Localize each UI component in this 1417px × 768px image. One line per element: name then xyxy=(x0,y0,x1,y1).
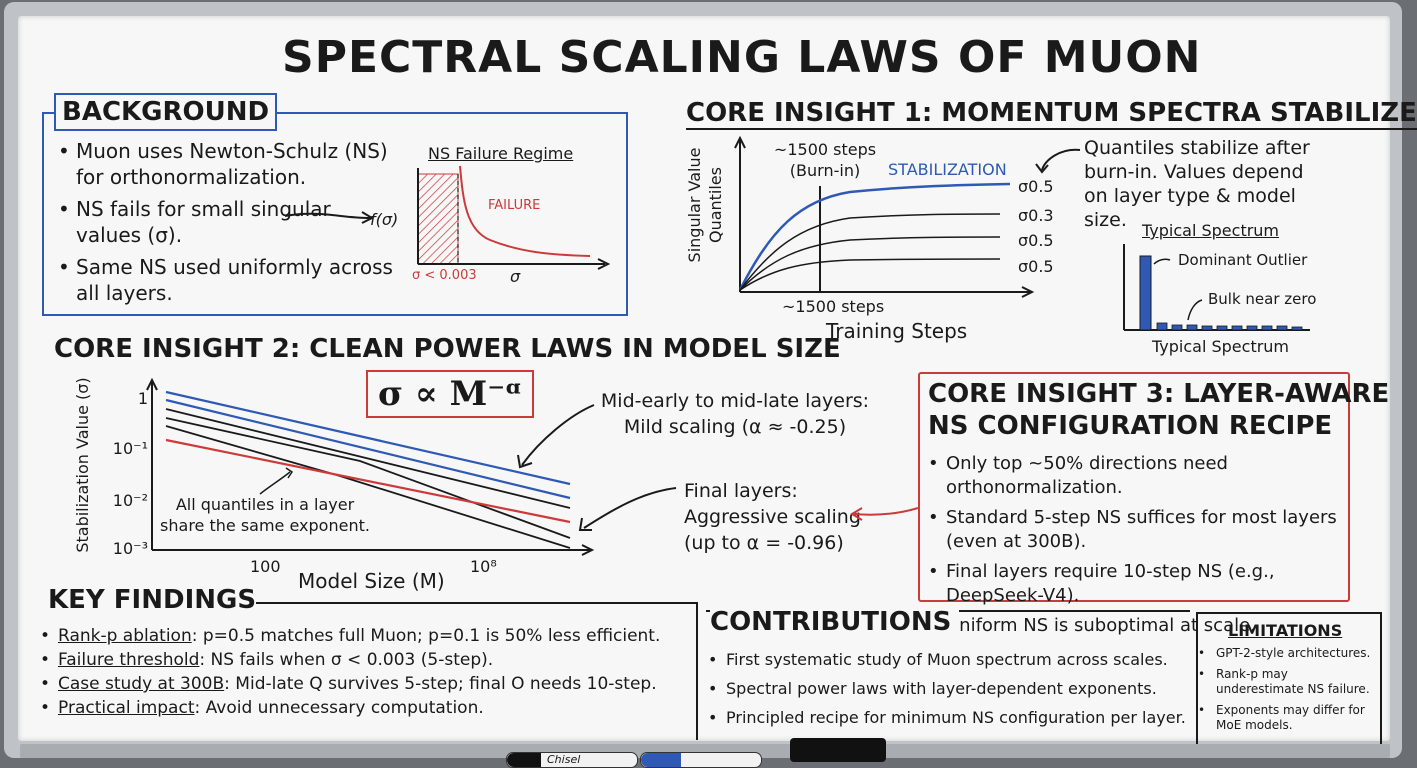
failure-label: FAILURE xyxy=(488,198,541,213)
list-item: Same NS used uniformly across all layers… xyxy=(56,254,396,306)
insight1-xlabel: Training Steps xyxy=(826,319,968,343)
failure-region xyxy=(417,173,459,265)
insight2-heading: CORE INSIGHT 2: CLEAN POWER LAWS IN MODE… xyxy=(54,334,841,364)
power-law-chart xyxy=(146,377,595,556)
ytick-label: 10⁻¹ xyxy=(112,439,148,458)
bulk-bars xyxy=(1156,322,1303,331)
burnin-bottom-label: ~1500 steps xyxy=(782,297,885,316)
background-bullets: Muon uses Newton-Schulz (NS) for orthono… xyxy=(56,138,396,306)
list-item: Muon uses Newton-Schulz (NS) for orthono… xyxy=(56,138,396,190)
spectrum-chart xyxy=(1123,244,1310,331)
insight2-ylabel: Stabilization Value (σ) xyxy=(73,377,92,553)
list-item: First systematic study of Muon spectrum … xyxy=(706,648,1190,671)
recipe-arrow xyxy=(850,507,919,521)
pointer-arrow-head xyxy=(361,211,375,224)
list-item: Exponents may differ for MoE models. xyxy=(1196,703,1376,733)
final-layers-annotation: Final layers: Aggressive scaling (up to … xyxy=(684,480,861,554)
blue-marker[interactable] xyxy=(640,752,762,768)
list-item: Final layers require 10-step NS (e.g., D… xyxy=(926,560,1340,608)
contributions-heading: CONTRIBUTIONS xyxy=(710,607,960,637)
ns-plot-xlabel: σ xyxy=(510,267,521,286)
list-item: Rank-p ablation: p=0.5 matches full Muon… xyxy=(38,624,698,648)
bulk-label: Bulk near zero xyxy=(1208,290,1317,308)
final-annotation-arrow xyxy=(578,487,677,531)
burnin-label: ~1500 steps (Burn-in) xyxy=(773,140,877,180)
note-arrow xyxy=(1035,148,1081,174)
ns-plot-title: NS Failure Regime xyxy=(428,144,574,163)
findings-heading: KEY FINDINGS xyxy=(48,585,257,615)
insight2-xlabel: Model Size (M) xyxy=(298,569,445,593)
stabilization-label: STABILIZATION xyxy=(888,160,1007,179)
limitations-heading: LIMITATIONS xyxy=(1228,621,1343,640)
list-item: Failure threshold: NS fails when σ < 0.0… xyxy=(38,648,698,672)
power-law-formula: σ ∝ M⁻ᵅ xyxy=(366,370,535,418)
spectrum-title: Typical Spectrum xyxy=(1142,221,1280,240)
list-item: Standard 5-step NS suffices for most lay… xyxy=(926,506,1340,554)
quantiles-annotation: All quantiles in a layer share the same … xyxy=(160,495,370,535)
insight1-note: Quantiles stabilize after burn-in. Value… xyxy=(1084,137,1310,231)
series-line xyxy=(165,390,571,486)
curve-label: σ0.5 xyxy=(1018,231,1054,250)
black-marker[interactable]: Chisel xyxy=(506,752,638,768)
list-item: Case study at 300B: Mid-late Q survives … xyxy=(38,672,698,696)
pointer-arrow xyxy=(284,212,371,219)
ytick-label: 1 xyxy=(137,389,148,408)
xtick-label: 10⁸ xyxy=(470,557,497,576)
series-line xyxy=(739,258,1001,291)
series-line xyxy=(165,398,571,500)
series-line xyxy=(165,408,571,509)
list-item: Rank-p may underestimate NS failure. xyxy=(1196,667,1376,697)
eraser[interactable] xyxy=(790,738,886,762)
series-line xyxy=(165,417,571,539)
mid-annotation-arrow xyxy=(517,404,595,469)
background-heading: BACKGROUND xyxy=(54,93,278,131)
findings-list: Rank-p ablation: p=0.5 matches full Muon… xyxy=(38,624,698,720)
insight3-heading: CORE INSIGHT 3: LAYER-AWARE NS CONFIGURA… xyxy=(928,379,1390,441)
spectrum-caption: Typical Spectrum xyxy=(1152,337,1290,356)
series-line xyxy=(739,236,1001,291)
stabilization-chart xyxy=(734,135,1035,298)
contributions-list: First systematic study of Muon spectrum … xyxy=(706,648,1190,729)
insight1-ylabel: Singular Value Quantiles xyxy=(685,147,725,263)
ytick-label: 10⁻² xyxy=(112,491,148,510)
list-item: Only top ~50% directions need orthonorma… xyxy=(926,452,1340,500)
xtick-label: 100 xyxy=(250,557,281,576)
list-item: GPT-2-style architectures. xyxy=(1196,646,1376,661)
limitations-list: GPT-2-style architectures. Rank-p may un… xyxy=(1196,646,1376,733)
failure-curve xyxy=(459,165,591,257)
background-box xyxy=(42,112,628,316)
mid-layers-annotation: Mid-early to mid-late layers: Mild scali… xyxy=(600,390,870,438)
series-line xyxy=(165,438,571,524)
ns-plot-ylabel: f(σ) xyxy=(370,210,399,229)
list-item: Spectral power laws with layer-dependent… xyxy=(706,677,1190,700)
outlier-bar xyxy=(1139,255,1152,331)
outlier-label: Dominant Outlier xyxy=(1178,251,1308,269)
curve-label: σ0.5 xyxy=(1018,177,1054,196)
threshold-label: σ < 0.003 xyxy=(412,268,477,283)
list-item: NS fails for small singular values (σ). xyxy=(56,196,396,248)
page-title: SPECTRAL SCALING LAWS OF MUON xyxy=(282,32,1202,83)
series-line xyxy=(739,213,1001,291)
series-line xyxy=(738,182,1011,291)
ytick-label: 10⁻³ xyxy=(112,539,148,558)
marker-tray xyxy=(20,744,1390,758)
ns-failure-plot xyxy=(284,165,611,270)
insight3-bullets: Only top ~50% directions need orthonorma… xyxy=(926,452,1340,638)
curve-label: σ0.3 xyxy=(1018,206,1054,225)
list-item: Practical impact: Avoid unnecessary comp… xyxy=(38,696,698,720)
curve-label: σ0.5 xyxy=(1018,257,1054,276)
list-item: Principled recipe for minimum NS configu… xyxy=(706,706,1190,729)
insight1-heading: CORE INSIGHT 1: MOMENTUM SPECTRA STABILI… xyxy=(686,98,1417,130)
